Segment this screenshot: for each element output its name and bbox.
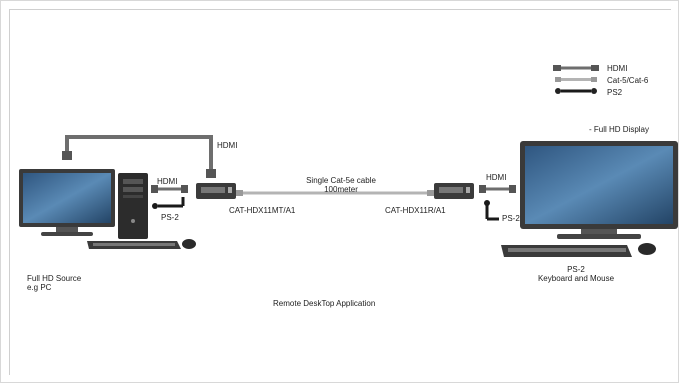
legend-hdmi-label: HDMI xyxy=(607,64,628,73)
left-monitor xyxy=(19,169,115,236)
source-label: Full HD Source e.g PC xyxy=(27,274,81,292)
cable-label-line2: 100meter xyxy=(324,185,358,194)
legend-hdmi-swatch xyxy=(553,65,599,71)
keyboard-label-line1: PS-2 xyxy=(567,265,585,274)
source-label-line2: e.g PC xyxy=(27,283,52,292)
ps2-right-label: PS-2 xyxy=(502,214,520,223)
left-keyboard xyxy=(87,239,196,249)
ps2-left-label: PS-2 xyxy=(161,213,179,222)
pc-tower xyxy=(118,173,148,239)
hdmi-cable-top xyxy=(62,135,216,178)
transmitter-box xyxy=(196,183,236,199)
hdmi-left-label: HDMI xyxy=(157,177,178,186)
cable-label: Single Cat-5e cable 100meter xyxy=(291,176,391,194)
receiver-box xyxy=(434,183,474,199)
keyboard-mouse-label: PS-2 Keyboard and Mouse xyxy=(531,265,621,283)
legend-ps2-swatch xyxy=(555,88,597,94)
right-ps2-connector xyxy=(484,200,499,221)
hdmi-right-label: HDMI xyxy=(486,173,507,182)
source-label-line1: Full HD Source xyxy=(27,274,82,283)
legend-cat-label: Cat-5/Cat-6 xyxy=(607,76,649,85)
keyboard-label-line2: Keyboard and Mouse xyxy=(537,274,615,283)
cable-label-line1: Single Cat-5e cable xyxy=(306,176,376,185)
cat5e-cable xyxy=(236,190,434,196)
frame-border xyxy=(9,9,671,375)
right-monitor xyxy=(520,141,678,239)
legend-cat-swatch xyxy=(555,77,597,82)
full-hd-display-label: - Full HD Display xyxy=(589,125,650,134)
left-hdmi-connector xyxy=(151,185,188,193)
legend-ps2-label: PS2 xyxy=(607,88,623,97)
hdmi-top-label: HDMI xyxy=(217,141,238,150)
right-keyboard xyxy=(501,243,656,257)
left-ps2-connector xyxy=(152,197,185,209)
receiver-label: CAT-HDX11R/A1 xyxy=(385,206,446,215)
transmitter-label: CAT-HDX11MT/A1 xyxy=(229,206,296,215)
diagram-caption: Remote DeskTop Application xyxy=(273,299,376,308)
right-hdmi-connector xyxy=(479,185,516,193)
